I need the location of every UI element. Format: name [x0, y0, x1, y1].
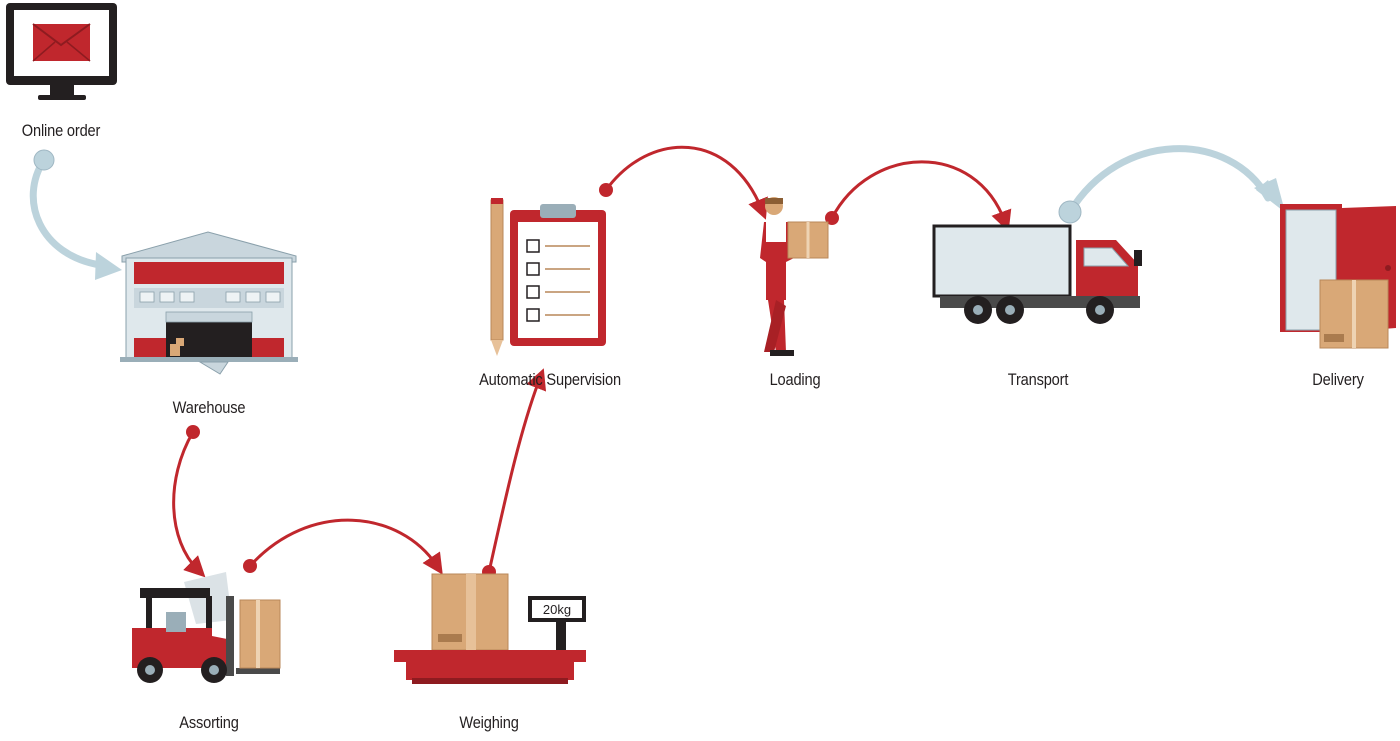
step-label-warehouse: Warehouse — [172, 398, 246, 417]
step-label-online-order: Online order — [21, 121, 101, 140]
connector-warehouse-to-assorting — [172, 425, 206, 578]
step-label-weighing: Weighing — [459, 713, 519, 732]
connector-online-to-warehouse — [29, 149, 122, 280]
step-label-transport: Transport — [1007, 370, 1069, 389]
step-label-delivery: Delivery — [1312, 370, 1364, 389]
warehouse-icon — [120, 231, 298, 375]
clipboard-checklist-icon — [490, 198, 606, 356]
computer-monitor-icon — [6, 3, 117, 100]
truck-icon — [932, 224, 1142, 324]
connector-transport-to-delivery — [1058, 145, 1284, 224]
worker-carrying-box-icon — [760, 197, 829, 356]
connector-assorting-to-weighing — [243, 518, 443, 575]
step-label-loading: Loading — [769, 370, 821, 389]
connector-supervision-to-loading — [599, 145, 768, 220]
connector-loading-to-transport — [825, 160, 1012, 232]
forklift-icon — [132, 572, 281, 683]
door-with-package-icon — [1280, 204, 1396, 349]
scale-readout: 20kg — [543, 602, 571, 617]
step-label-assorting: Assorting — [179, 713, 239, 732]
connector-weighing-to-supervision — [482, 368, 547, 579]
step-label-automatic-supervision: Automatic Supervision — [479, 370, 621, 389]
weighing-scale-icon — [394, 573, 586, 684]
